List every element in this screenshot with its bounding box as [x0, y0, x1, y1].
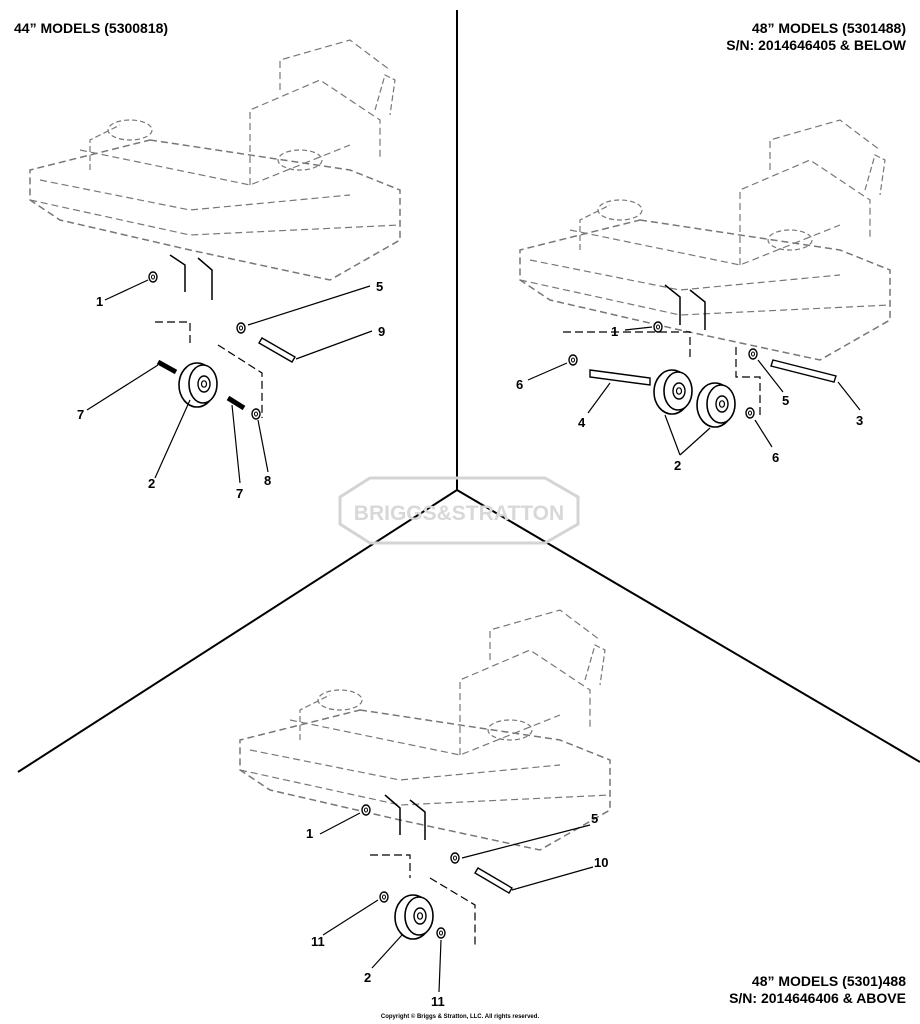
part-1-nut — [361, 804, 371, 816]
callout-6-left: 6 — [516, 377, 523, 392]
part-1-nut — [653, 321, 663, 333]
callout-11-left: 11 — [311, 934, 325, 949]
callout-2: 2 — [148, 476, 155, 491]
callout-2: 2 — [364, 970, 371, 985]
callout-1: 1 — [611, 324, 618, 339]
part-6-washer — [568, 354, 578, 366]
callout-4: 4 — [578, 415, 586, 430]
title-48-above-serial: S/N: 2014646406 & ABOVE — [729, 990, 906, 1006]
title-48-below-serial: S/N: 2014646405 & BELOW — [726, 37, 906, 53]
callout-5: 5 — [591, 811, 598, 826]
title-48-above-line1: 48” MODELS (5301)488 — [751, 973, 906, 989]
panel-dividers — [17, 10, 920, 773]
callout-1: 1 — [96, 294, 103, 309]
title-48-models-above: 48” MODELS (5301)488 S/N: 2014646406 & A… — [729, 973, 906, 1007]
part-5-washer — [236, 322, 246, 334]
part-2-wheel — [178, 362, 218, 408]
callout-1: 1 — [306, 826, 313, 841]
callout-7-left: 7 — [77, 407, 84, 422]
part-11-washer-b — [436, 927, 446, 939]
part-11-washer-a — [379, 891, 389, 903]
copyright-notice: Copyright © Briggs & Stratton, LLC. All … — [380, 1014, 540, 1020]
part-9-bolt — [258, 337, 296, 363]
title-48-models-below: 48” MODELS (5301488) S/N: 2014646405 & B… — [726, 20, 906, 54]
panel-48-models-above: 1 5 10 11 2 11 — [239, 609, 611, 1009]
callout-5: 5 — [376, 279, 383, 294]
part-2-wheel-b — [696, 382, 736, 428]
callout-10: 10 — [594, 855, 608, 870]
callout-6-right: 6 — [772, 450, 779, 465]
panel-44-models: 1 5 9 7 2 7 8 — [29, 39, 401, 501]
part-2-wheel — [394, 894, 434, 940]
briggs-stratton-watermark: BRIGGS&STRATTON — [338, 476, 580, 545]
callout-7-right: 7 — [236, 486, 243, 501]
callout-11-bottom: 11 — [431, 994, 445, 1009]
part-4-axle — [589, 369, 651, 386]
part-7-spacer-a — [156, 359, 178, 375]
part-2-wheel-a — [653, 369, 693, 415]
part-8-nut — [251, 408, 261, 420]
title-48-below-line1: 48” MODELS (5301488) — [751, 20, 906, 36]
part-5-washer — [748, 348, 758, 360]
part-5-washer — [450, 852, 460, 864]
title-44-models: 44” MODELS (5300818) — [14, 20, 169, 36]
part-7-spacer-b — [226, 395, 246, 411]
watermark-text: BRIGGS&STRATTON — [354, 502, 564, 525]
part-1-nut — [148, 271, 158, 283]
callout-5: 5 — [782, 393, 789, 408]
part-3-bolt — [770, 359, 837, 383]
part-6-washer-b — [745, 407, 755, 419]
deck-44-outline — [29, 39, 401, 281]
callout-3: 3 — [856, 413, 863, 428]
callout-2: 2 — [674, 458, 681, 473]
part-10-bolt — [474, 867, 513, 894]
callout-9: 9 — [378, 324, 385, 339]
callout-8: 8 — [264, 473, 271, 488]
panel-48-models-below: 1 6 4 2 6 5 3 — [516, 119, 891, 473]
